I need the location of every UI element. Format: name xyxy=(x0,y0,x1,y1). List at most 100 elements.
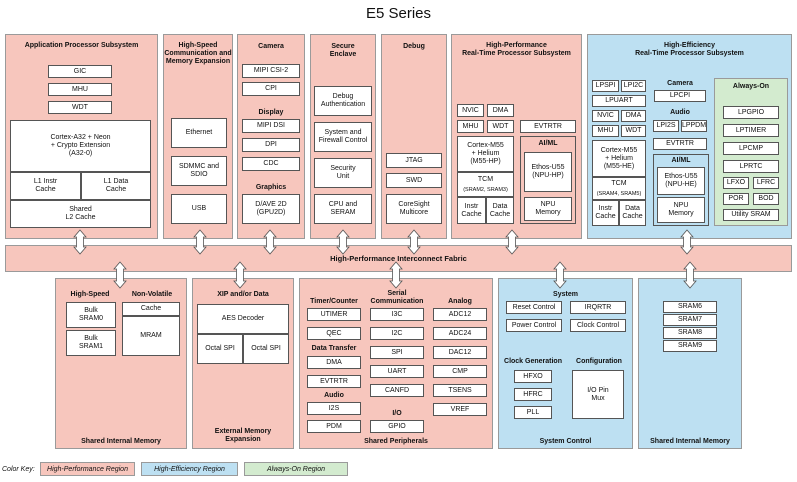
key-high-efficiency: High-Efficiency Region xyxy=(141,462,238,476)
connection-arrow xyxy=(683,261,697,289)
key-always-on: Always-On Region xyxy=(244,462,348,476)
connection-arrow xyxy=(505,229,519,255)
serial-heading: Serial Communication xyxy=(370,290,424,305)
cpu-seram-block: CPU and SERAM xyxy=(314,194,372,224)
coresight-block: CoreSight Multicore xyxy=(386,194,442,224)
lpi2s-block: LPI2S xyxy=(653,120,679,132)
jtag-block: JTAG xyxy=(386,153,442,168)
i3c-block: I3C xyxy=(370,308,424,321)
debug-authentication-block: Debug Authentication xyxy=(314,86,372,116)
lpcmp-block: LPCMP xyxy=(723,142,779,155)
hfxo-block: HFXO xyxy=(514,370,552,383)
connection-arrow xyxy=(113,261,127,289)
analog-heading: Analog xyxy=(448,298,472,305)
power-control-block: Power Control xyxy=(506,319,562,332)
mram-block: MRAM xyxy=(122,316,180,356)
utility-sram-block: Utility SRAM xyxy=(723,209,779,221)
timer-heading: Timer/Counter xyxy=(310,298,358,305)
hp-wdt-block: WDT xyxy=(487,120,514,133)
lpcpi-block: LPCPI xyxy=(654,90,706,102)
reset-control-block: Reset Control xyxy=(506,301,562,314)
lpuart-block: LPUART xyxy=(592,95,646,107)
lfxo-block: LFXO xyxy=(723,177,749,189)
fabric-label: High-Performance Interconnect Fabric xyxy=(330,253,467,263)
lppdm-block: LPPDM xyxy=(681,120,707,132)
he-data-cache: Data Cache xyxy=(619,200,646,226)
octal-spi-2-block: Octal SPI xyxy=(243,334,289,364)
cpi-block: CPI xyxy=(242,82,300,96)
hp-dma-block: DMA xyxy=(487,104,514,117)
gpu2d-block: D/AVE 2D (GPU2D) xyxy=(242,194,300,224)
security-unit-block: Security Unit xyxy=(314,158,372,188)
i2c-block: I2C xyxy=(370,327,424,340)
sdmmc-block: SDMMC and SDIO xyxy=(171,156,227,186)
pdm-block: PDM xyxy=(307,420,361,433)
hscomm-heading: High-Speed Communication and Memory Expa… xyxy=(164,42,232,65)
he-nvic-block: NVIC xyxy=(592,110,619,122)
hp-evtrtr-block: EVTRTR xyxy=(520,120,576,133)
bulk-sram1-block: Bulk SRAM1 xyxy=(66,330,116,356)
he-tcm-sub: (SRAM4, SRAM5) xyxy=(596,191,642,197)
shared-l2-cache: Shared L2 Cache xyxy=(10,200,151,228)
data-transfer-heading: Data Transfer xyxy=(311,345,357,352)
hp-rt-heading: High-Performance Real-Time Processor Sub… xyxy=(462,42,571,57)
he-npu-memory: NPU Memory xyxy=(657,197,705,223)
lfrc-block: LFRC xyxy=(753,177,779,189)
sram8-block: SRAM8 xyxy=(663,327,717,339)
key-high-performance: High-Performance Region xyxy=(40,462,135,476)
hp-tcm-label: TCM xyxy=(477,176,494,183)
mipi-csi-block: MIPI CSI-2 xyxy=(242,64,300,78)
lpi2c-block: LPI2C xyxy=(621,80,646,92)
lpgpio-block: LPGPIO xyxy=(723,106,779,119)
io-pin-mux-block: I/O Pin Mux xyxy=(572,370,624,419)
display-heading: Display xyxy=(258,109,284,116)
always-on-heading: Always-On xyxy=(732,83,770,90)
connection-arrow xyxy=(193,229,207,255)
system-firewall-block: System and Firewall Control xyxy=(314,122,372,152)
wdt-block: WDT xyxy=(48,101,112,114)
hp-tcm-block xyxy=(457,172,514,197)
utimer-block: UTIMER xyxy=(307,308,361,321)
system-heading: System xyxy=(553,291,578,298)
hp-tcm-sub: (SRAM2, SRAM3) xyxy=(463,187,508,193)
l1-data-cache: L1 Data Cache xyxy=(81,172,151,200)
adc24-block: ADC24 xyxy=(433,327,487,340)
clock-control-block: Clock Control xyxy=(570,319,626,332)
connection-arrow xyxy=(553,261,567,289)
mipi-dsi-block: MIPI DSI xyxy=(242,119,300,133)
hp-npu-memory: NPU Memory xyxy=(524,197,572,221)
periph-footer: Shared Peripherals xyxy=(364,438,428,445)
he-mhu-block: MHU xyxy=(592,125,619,137)
octal-spi-1-block: Octal SPI xyxy=(197,334,243,364)
hp-mhu-block: MHU xyxy=(457,120,484,133)
he-wdt-block: WDT xyxy=(621,125,646,137)
mhu-block: MHU xyxy=(48,83,112,96)
shmem2-footer: Shared Internal Memory xyxy=(650,438,730,445)
lpspi-block: LPSPI xyxy=(592,80,619,92)
he-aiml-heading: AI/ML xyxy=(671,157,691,164)
spi-block: SPI xyxy=(370,346,424,359)
app-heading: Application Processor Subsystem xyxy=(24,42,139,49)
pll-block: PLL xyxy=(514,406,552,419)
canfd-block: CANFD xyxy=(370,384,424,397)
ethernet-block: Ethernet xyxy=(171,118,227,148)
high-speed-heading: High-Speed xyxy=(70,291,110,298)
io-heading: I/O xyxy=(392,410,402,417)
color-key-label: Color Key: xyxy=(2,465,35,473)
connection-arrow xyxy=(680,229,694,255)
uart-block: UART xyxy=(370,365,424,378)
debug-heading: Debug xyxy=(403,43,425,50)
periph-audio-heading: Audio xyxy=(324,392,344,399)
cdc-block: CDC xyxy=(242,157,300,171)
qec-block: QEC xyxy=(307,327,361,340)
cmp-block: CMP xyxy=(433,365,487,378)
cache-block: Cache xyxy=(122,302,180,316)
gpio-block: GPIO xyxy=(370,420,424,433)
he-tcm-block xyxy=(592,177,646,200)
hp-instr-cache: Instr Cache xyxy=(457,197,486,224)
aes-decoder-block: AES Decoder xyxy=(197,304,289,334)
periph-evtrtr-block: EVTRTR xyxy=(307,375,361,388)
connection-arrow xyxy=(73,229,87,255)
camera-heading: Camera xyxy=(258,43,284,50)
